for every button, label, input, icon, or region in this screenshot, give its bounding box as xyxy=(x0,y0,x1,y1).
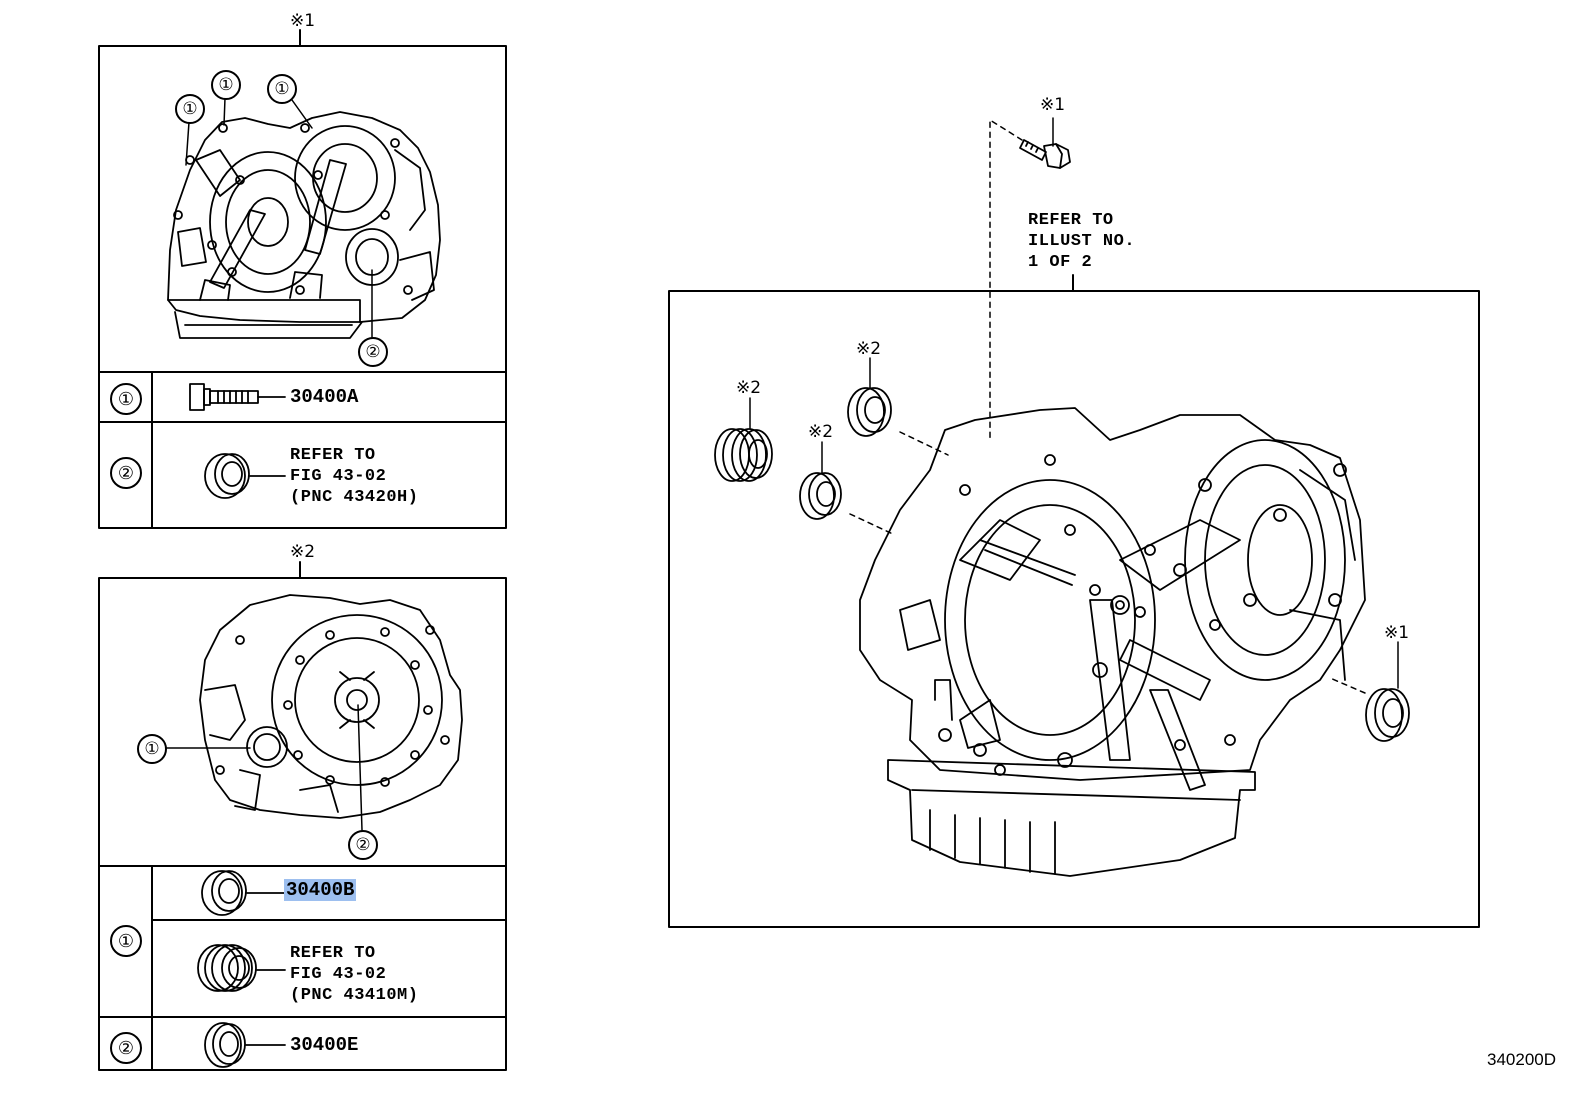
double-seal-icon xyxy=(714,428,773,482)
refer-line-2[interactable]: ILLUST NO. xyxy=(1028,232,1136,251)
row-key-1: ① xyxy=(110,383,142,415)
callout-1: ① xyxy=(267,74,297,104)
part-number-highlight[interactable]: 30400B xyxy=(284,879,357,901)
panel-1-mark: ※1 xyxy=(290,11,316,31)
callout-2: ② xyxy=(348,830,378,860)
double-seal-icon xyxy=(197,944,286,992)
part-number-30400E[interactable]: 30400E xyxy=(290,1034,359,1056)
panel-2-mark: ※2 xyxy=(290,542,316,562)
panel-1-leaders xyxy=(185,97,373,339)
oil-seal-icon xyxy=(204,1022,286,1068)
oil-seal-icon xyxy=(204,453,286,499)
callout-2: ② xyxy=(358,337,388,367)
refer-line-3: (PNC 43410M) xyxy=(290,986,419,1005)
refer-line-1: REFER TO xyxy=(290,944,376,963)
part-number-30400B[interactable]: 30400B xyxy=(284,878,357,902)
seal-mark: ※2 xyxy=(808,422,834,442)
callout-1: ① xyxy=(137,734,167,764)
refer-line-2[interactable]: FIG 43-02 xyxy=(290,965,387,984)
part-number-30400A[interactable]: 30400A xyxy=(290,386,359,408)
transaxle-assembly-icon xyxy=(859,407,1366,877)
main-solid-leaders xyxy=(749,357,1399,689)
refer-line-3: 1 OF 2 xyxy=(1028,253,1093,272)
seal-mark: ※1 xyxy=(1384,623,1410,643)
hex-bolt-icon xyxy=(1019,139,1071,169)
panel-1-frame xyxy=(98,29,507,529)
refer-line-2[interactable]: FIG 43-02 xyxy=(290,467,387,486)
panel-2-frame xyxy=(98,561,507,1071)
seal-mark: ※2 xyxy=(856,339,882,359)
callout-1: ① xyxy=(175,94,205,124)
bolt-mark: ※1 xyxy=(1040,95,1066,115)
refer-line-1: REFER TO xyxy=(1028,211,1114,230)
transaxle-side-view-1 xyxy=(167,111,441,339)
oil-seal-icon xyxy=(847,387,892,437)
oil-seal-icon xyxy=(201,870,286,916)
refer-line-3: (PNC 43420H) xyxy=(290,488,419,507)
row-key-1: ① xyxy=(110,925,142,957)
transaxle-front-view-2 xyxy=(199,594,463,819)
figure-code: 340200D xyxy=(1487,1050,1557,1069)
seal-mark: ※2 xyxy=(736,378,762,398)
panel-2-leaders xyxy=(164,704,363,831)
oil-seal-icon xyxy=(799,472,842,520)
oil-seal-icon xyxy=(1365,688,1410,742)
main-dashed-leaders xyxy=(849,119,1366,694)
main-frame xyxy=(668,117,1480,928)
callout-1: ① xyxy=(211,70,241,100)
row-key-2: ② xyxy=(110,457,142,489)
row-key-2: ② xyxy=(110,1032,142,1064)
refer-line-1: REFER TO xyxy=(290,446,376,465)
hex-bolt-icon xyxy=(189,383,286,411)
